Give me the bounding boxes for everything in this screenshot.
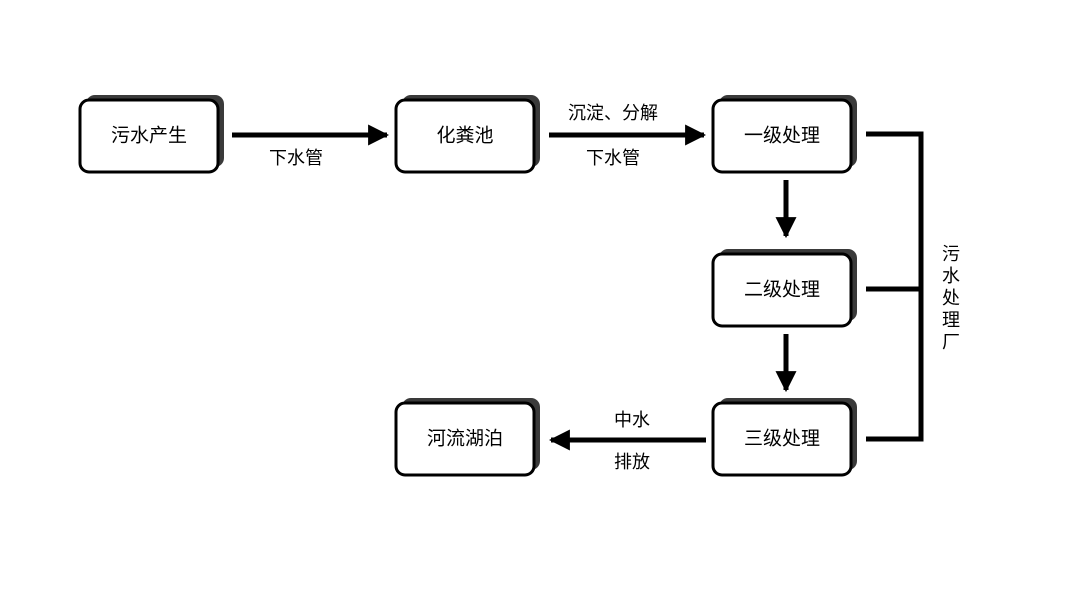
edge-label-settle-decompose: 沉淀、分解 bbox=[568, 103, 658, 124]
edge-label-reclaimed-water: 中水 bbox=[614, 410, 650, 431]
bracket-label-char: 厂 bbox=[942, 332, 960, 353]
edge-label-sewer-2: 下水管 bbox=[586, 148, 640, 169]
bracket-label-char: 污 bbox=[942, 244, 960, 265]
node-primary-treatment: 一级处理 bbox=[711, 95, 857, 174]
node-label: 河流湖泊 bbox=[427, 428, 503, 450]
bracket-label-char: 处 bbox=[942, 288, 960, 309]
node-secondary-treatment: 二级处理 bbox=[711, 249, 857, 328]
node-tertiary-treatment: 三级处理 bbox=[711, 398, 857, 477]
edge-label-sewer-1: 下水管 bbox=[269, 148, 323, 169]
node-label: 二级处理 bbox=[744, 279, 820, 301]
treatment-plant-bracket bbox=[866, 131, 924, 442]
node-label: 污水产生 bbox=[111, 125, 187, 147]
node-septic-tank: 化粪池 bbox=[394, 95, 540, 174]
treatment-plant-label: 污 水 处 理 厂 bbox=[942, 244, 960, 353]
bracket-label-char: 水 bbox=[942, 266, 960, 287]
node-label: 一级处理 bbox=[744, 125, 820, 147]
node-sewage-generation: 污水产生 bbox=[78, 95, 224, 174]
edge-label-discharge: 排放 bbox=[614, 452, 650, 473]
bracket-label-char: 理 bbox=[942, 310, 960, 331]
node-rivers-lakes: 河流湖泊 bbox=[394, 398, 540, 477]
node-label: 化粪池 bbox=[436, 125, 493, 147]
node-label: 三级处理 bbox=[744, 428, 820, 450]
